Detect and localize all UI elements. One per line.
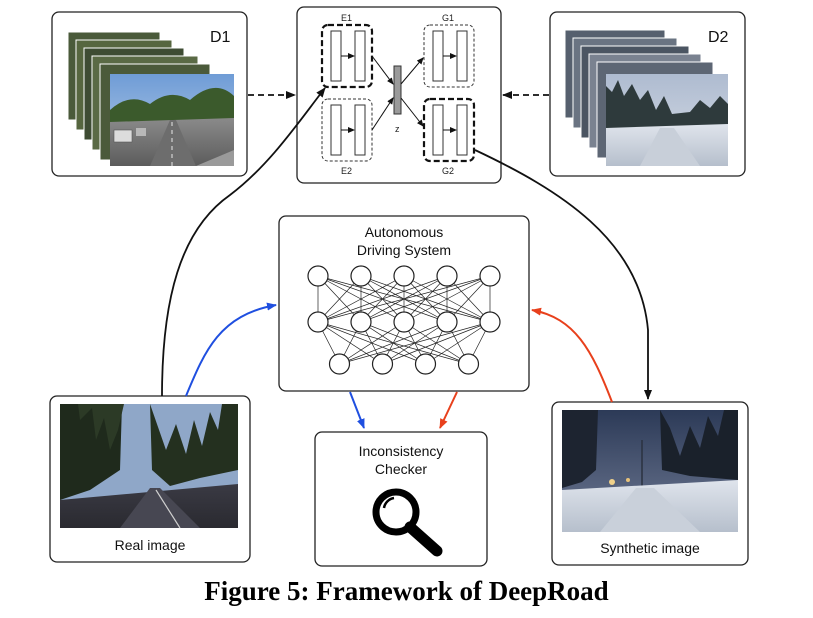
- nn-edge: [339, 321, 448, 365]
- ads-box: Autonomous Driving System: [278, 215, 530, 392]
- g1-label: G1: [442, 13, 454, 23]
- nn-node: [371, 353, 394, 375]
- nn-edge: [360, 275, 491, 323]
- nn-node: [350, 311, 372, 333]
- d1-label: D1: [210, 29, 231, 46]
- synthetic-image-photo: [562, 410, 738, 532]
- nn-edge: [339, 321, 405, 365]
- neural-network: [307, 265, 501, 375]
- generator-g1: [423, 24, 475, 88]
- ads-title-line1: Autonomous: [365, 224, 444, 240]
- nn-node: [479, 311, 501, 333]
- nn-node: [350, 265, 372, 287]
- nn-edge: [317, 275, 491, 323]
- checker-box: Inconsistency Checker: [314, 431, 488, 567]
- nn-edge: [403, 275, 491, 323]
- nn-edge: [317, 275, 448, 323]
- unit-translation-box: E1 E2 z G1: [296, 6, 502, 184]
- d2-label: D2: [708, 29, 729, 46]
- d2-front-image: [606, 74, 728, 166]
- nn-node: [414, 353, 437, 375]
- latent-z: [393, 65, 402, 115]
- synthetic-image-box: Synthetic image: [551, 401, 749, 566]
- nn-edge: [382, 321, 491, 365]
- d1-image-stack: [67, 31, 234, 166]
- nn-node: [393, 311, 415, 333]
- nn-edge: [425, 321, 491, 365]
- nn-node: [393, 265, 415, 287]
- nn-node: [479, 265, 501, 287]
- magnifier-icon: [372, 488, 443, 557]
- g2-label: G2: [442, 166, 454, 176]
- nn-node: [307, 265, 329, 287]
- ads-title-line2: Driving System: [357, 242, 451, 258]
- real-image-photo: [60, 404, 238, 529]
- nn-node: [307, 311, 329, 333]
- synthetic-to-ads-arrow: [531, 307, 613, 403]
- ads-to-checker-blue-arrow: [349, 391, 365, 429]
- nn-edge: [339, 321, 491, 365]
- dataset-d1-box: D1: [51, 11, 248, 177]
- z-label: z: [395, 124, 400, 134]
- figure-caption: Figure 5: Framework of DeepRoad: [204, 576, 609, 606]
- nn-edge: [317, 275, 405, 323]
- nn-node: [457, 353, 480, 375]
- d1-front-image: [110, 74, 234, 166]
- real-image-box: Real image: [49, 395, 251, 563]
- dataset-d2-box: D2: [549, 11, 746, 177]
- nn-node: [436, 311, 458, 333]
- generator-g2: [422, 97, 476, 163]
- nn-node: [328, 353, 351, 375]
- e2-label: E2: [341, 166, 352, 176]
- checker-title-line2: Checker: [375, 461, 427, 477]
- e1-label: E1: [341, 13, 352, 23]
- d2-image-stack: [564, 29, 728, 166]
- synthetic-image-label: Synthetic image: [600, 540, 700, 556]
- checker-title-line1: Inconsistency: [359, 443, 444, 459]
- ads-to-checker-red-arrow: [439, 391, 458, 429]
- g2-to-synthetic-arrow: [474, 149, 652, 400]
- real-image-label: Real image: [115, 537, 186, 553]
- nn-node: [436, 265, 458, 287]
- real-to-e1-arrow: [161, 87, 326, 397]
- real-to-ads-arrow: [185, 302, 277, 397]
